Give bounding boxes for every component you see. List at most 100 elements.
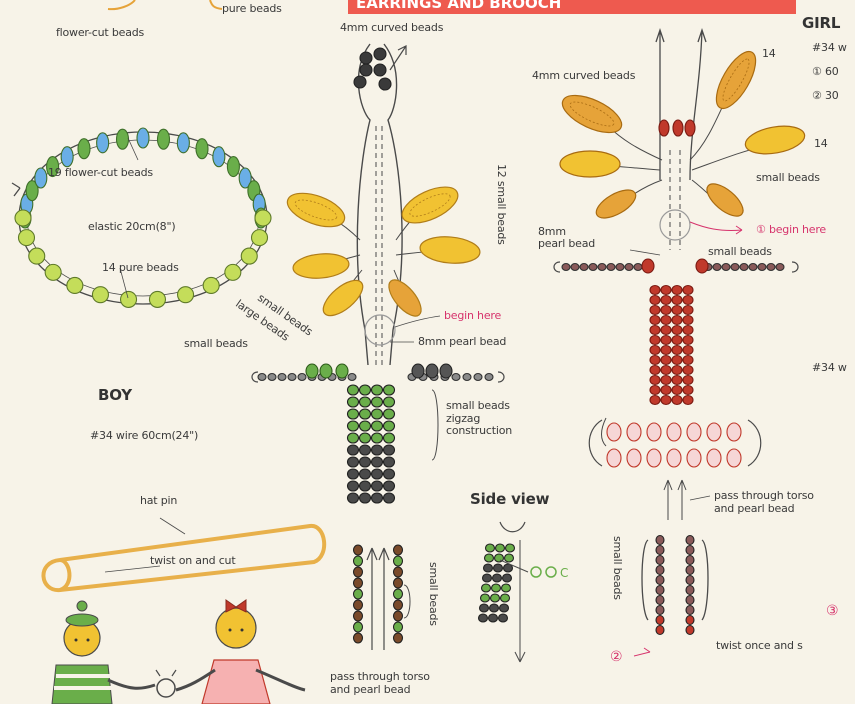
torso-bead [384, 493, 395, 503]
torso-bead [683, 396, 693, 405]
torso-bead [683, 356, 693, 365]
skirt-bead [627, 449, 641, 467]
skirt-bead [707, 449, 721, 467]
boy-12-small-beads-label: 12 small beads [496, 164, 507, 245]
torso-bead [372, 433, 383, 443]
girl-small-beads-right-label: small beads [756, 172, 820, 183]
girl-14b-label: 14 [814, 138, 828, 149]
torso-bead [372, 397, 383, 407]
leg-bead [394, 578, 403, 588]
arm-bead [452, 374, 460, 381]
torso-bead [360, 409, 371, 419]
curved-bead [685, 120, 695, 136]
arm-bead [298, 374, 306, 381]
torso-bead [348, 385, 359, 395]
pure-bead [241, 248, 257, 264]
boy-head-curved-beads [354, 48, 391, 90]
torso-bead [372, 385, 383, 395]
curved-bead [360, 52, 372, 64]
torso-bead [360, 469, 371, 479]
torso-bead [384, 433, 395, 443]
leg-bead [394, 567, 403, 577]
girl-twist-label: twist once and s [716, 640, 803, 651]
torso-bead [372, 445, 383, 455]
flower-cut-bead [137, 128, 149, 148]
pure-bead [67, 277, 83, 293]
skirt-bead [727, 423, 741, 441]
arm-bead [713, 264, 721, 271]
side-view-heading: Side view [470, 492, 549, 507]
torso-bead [360, 433, 371, 443]
torso-bead [650, 386, 660, 395]
boy-wire-label: #34 wire 60cm(24") [90, 430, 198, 441]
skirt-bead [647, 423, 661, 441]
torso-bead [661, 356, 671, 365]
pure-bead [29, 248, 45, 264]
torso-bead [683, 346, 693, 355]
torso-bead [672, 326, 682, 335]
arm-large-bead [440, 364, 452, 378]
leg-bead [354, 578, 363, 588]
leg-bead [394, 622, 403, 632]
leg-bead [656, 546, 664, 555]
torso-bead [360, 445, 371, 455]
skirt-bead [607, 449, 621, 467]
torso-bead [372, 469, 383, 479]
torso-bead [683, 316, 693, 325]
side-bead [489, 614, 498, 622]
side-bead [484, 564, 493, 572]
leg-bead [656, 606, 664, 615]
leg-bead [354, 633, 363, 643]
arm-large-bead [320, 364, 332, 378]
arm-bead [758, 264, 766, 271]
torso-bead [650, 356, 660, 365]
arm-large-bead [642, 259, 654, 273]
bracelet-pure-beads-label: pure beads [222, 3, 282, 14]
pure-beads-count-label: 14 pure beads [102, 262, 179, 273]
arm-bead [278, 374, 286, 381]
girl-leg-small-beads-label: small beads [612, 536, 623, 600]
torso-bead [672, 336, 682, 345]
arm-bead [616, 264, 624, 271]
torso-bead [661, 326, 671, 335]
torso-bead [650, 346, 660, 355]
side-bead [492, 584, 501, 592]
skirt-bead [607, 423, 621, 441]
flower-cut-bead [196, 139, 208, 159]
flower-cut-bead [117, 129, 129, 149]
torso-bead [384, 457, 395, 467]
torso-bead [661, 396, 671, 405]
torso-bead [661, 306, 671, 315]
pure-bead [149, 291, 165, 307]
pure-bead [255, 210, 271, 226]
brooch-boy-figure [52, 601, 155, 704]
leg-bead [686, 626, 694, 635]
skirt-bead [687, 449, 701, 467]
girl-arm-beads [562, 259, 784, 273]
arm-large-bead [696, 259, 708, 273]
leg-bead [394, 611, 403, 621]
side-bead [483, 574, 492, 582]
skirt-bead [647, 449, 661, 467]
leg-bead [656, 566, 664, 575]
torso-bead [360, 421, 371, 431]
torso-bead [672, 316, 682, 325]
arm-bead [749, 264, 757, 271]
pure-bead [45, 264, 61, 280]
torso-bead [650, 316, 660, 325]
torso-bead [672, 306, 682, 315]
torso-bead [661, 376, 671, 385]
girl-figure-diagram [554, 30, 807, 656]
skirt-bead [627, 423, 641, 441]
side-bead [491, 594, 500, 602]
leg-bead [354, 622, 363, 632]
skirt-bead [667, 423, 681, 441]
torso-bead [650, 396, 660, 405]
flower-cut-bead [213, 147, 225, 167]
arm-bead [722, 264, 730, 271]
arm-bead [625, 264, 633, 271]
torso-bead [372, 409, 383, 419]
torso-bead [348, 481, 359, 491]
arm-large-bead [336, 364, 348, 378]
arm-bead [607, 264, 615, 271]
